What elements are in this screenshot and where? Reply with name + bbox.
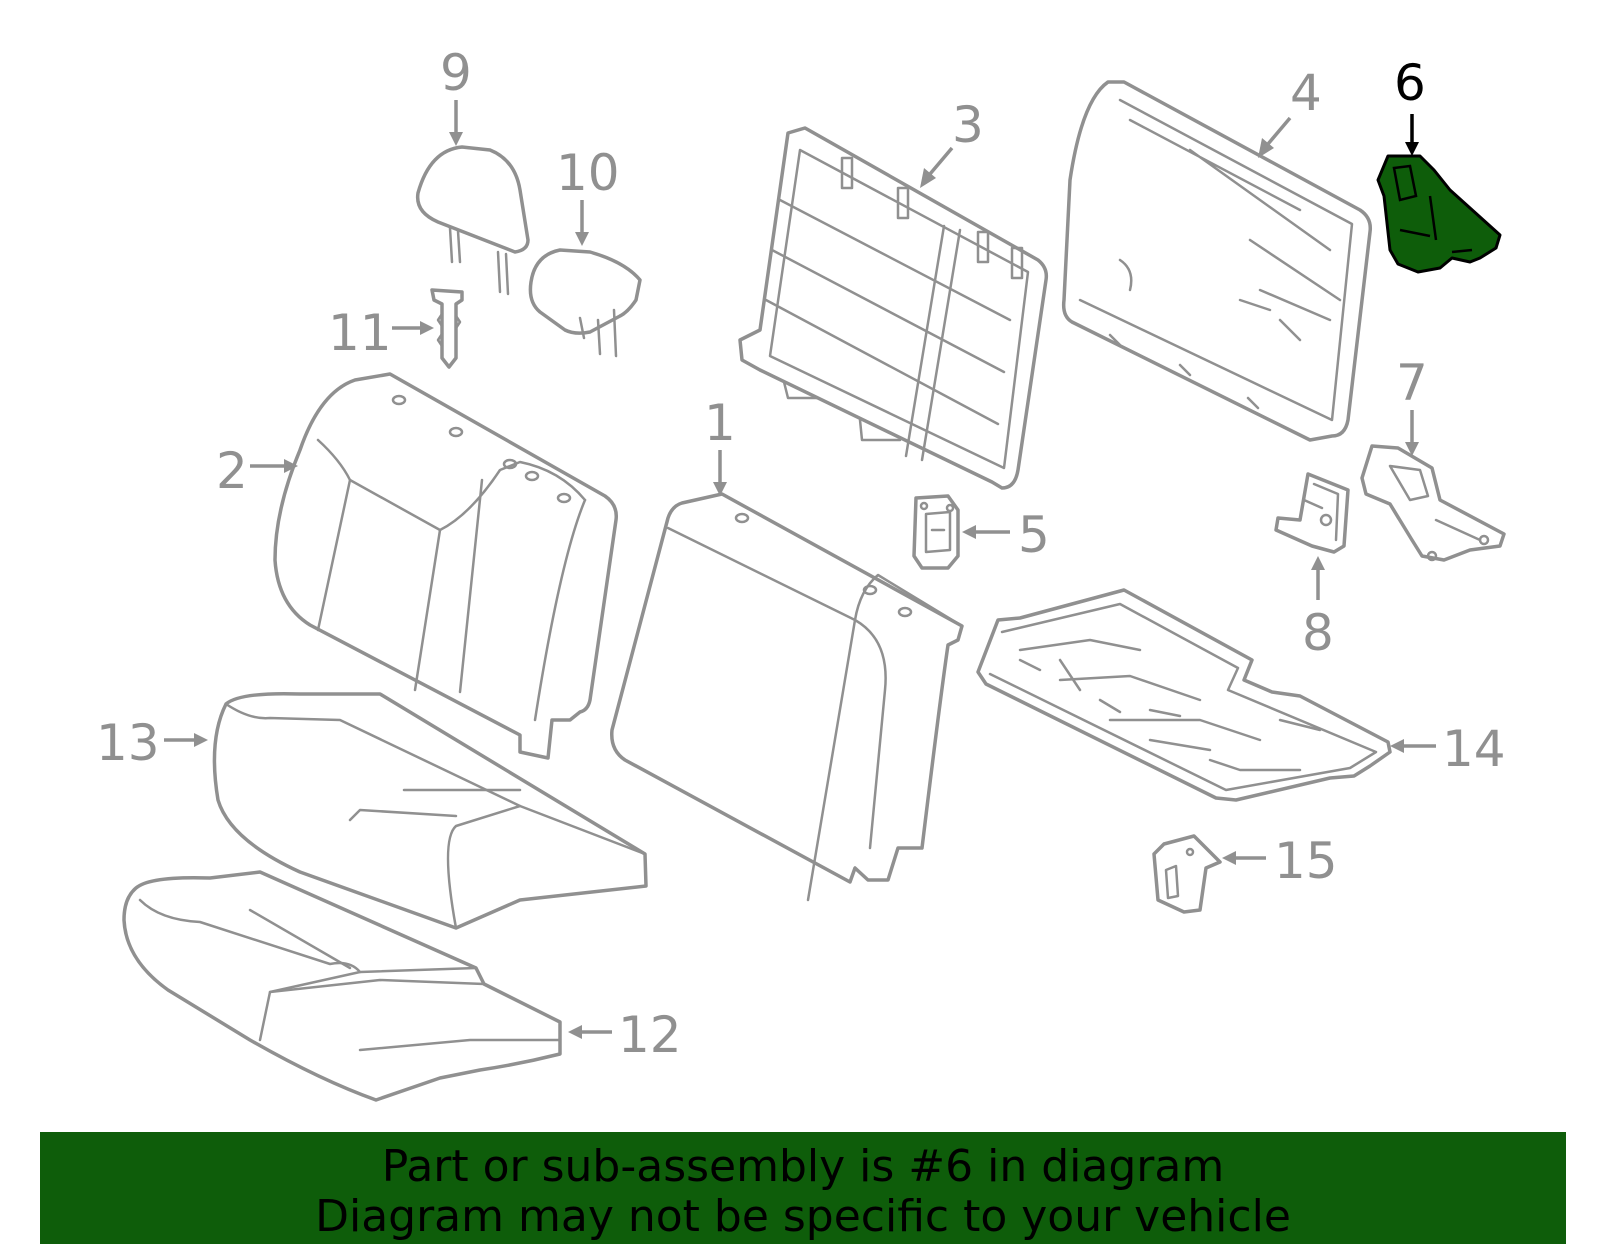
callout-11: 11 <box>328 304 392 362</box>
callout-9: 9 <box>440 44 472 102</box>
callout-8: 8 <box>1302 604 1334 662</box>
callout-7: 7 <box>1396 354 1428 412</box>
callout-14: 14 <box>1442 720 1506 778</box>
callout-4: 4 <box>1290 64 1322 122</box>
part-5-bracket <box>912 494 960 570</box>
banner-line-1: Part or sub-assembly is #6 in diagram <box>381 1141 1225 1192</box>
callout-5: 5 <box>1018 506 1050 564</box>
part-11-clip <box>430 288 464 369</box>
part-7-hinge-bracket <box>1360 444 1506 562</box>
callout-labels: 9 10 11 2 1 3 4 6 7 5 8 13 14 15 12 <box>96 44 1506 1064</box>
callout-13: 13 <box>96 714 160 772</box>
part-1-seatback <box>610 492 964 902</box>
callout-2: 2 <box>216 442 248 500</box>
callout-15: 15 <box>1274 832 1338 890</box>
callout-12: 12 <box>618 1006 682 1064</box>
callout-10: 10 <box>556 144 620 202</box>
part-3-seatback-frame <box>738 126 1049 490</box>
part-15-clip-bracket <box>1152 834 1222 914</box>
part-9-headrest <box>415 145 530 296</box>
part-10-headrest <box>528 248 642 358</box>
part-6-highlighted-bracket <box>1376 154 1502 274</box>
callout-6: 6 <box>1394 54 1426 112</box>
callout-1: 1 <box>704 394 736 452</box>
part-8-bracket <box>1274 472 1350 554</box>
part-4-seatback-panel <box>1061 80 1373 442</box>
part-14-cushion-frame <box>976 588 1392 802</box>
info-banner: Part or sub-assembly is #6 in diagram Di… <box>40 1132 1566 1244</box>
leader-lines <box>164 100 1436 1039</box>
banner-line-2: Diagram may not be specific to your vehi… <box>315 1191 1291 1242</box>
callout-3: 3 <box>952 96 984 154</box>
part-12-cushion-pad <box>122 870 562 1102</box>
part-13-cushion-cover <box>212 691 648 930</box>
part-2-seatback-cover <box>273 372 619 760</box>
